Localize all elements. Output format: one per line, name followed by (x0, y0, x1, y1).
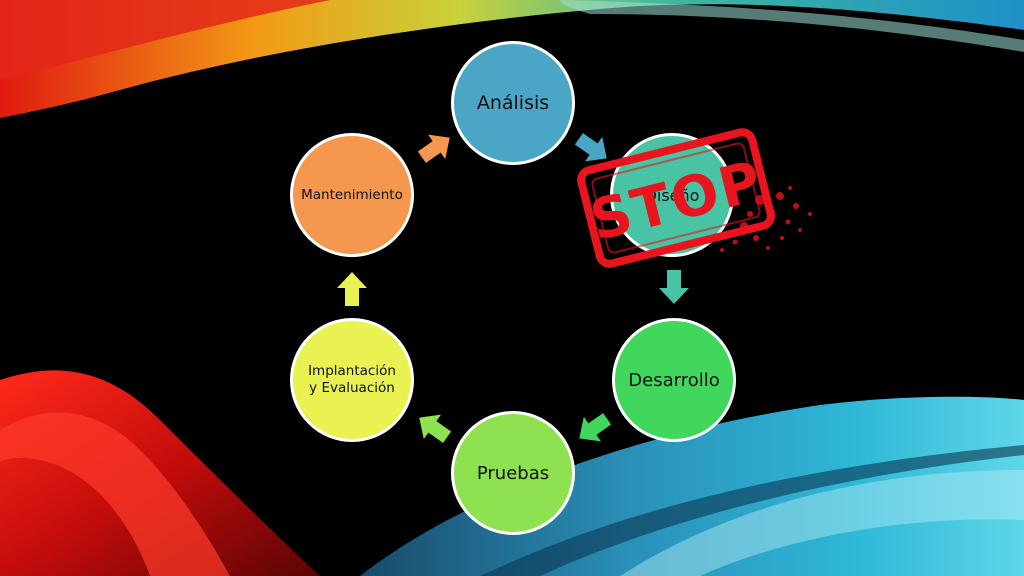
splatter-dot (798, 228, 802, 232)
node-desarrollo: Desarrollo (612, 318, 736, 442)
node-diseno: Diseño (610, 133, 734, 257)
splatter-dot (769, 209, 775, 215)
stop-stamp-splatter (720, 186, 812, 252)
splatter-dot (720, 248, 724, 252)
node-analisis: Análisis (451, 41, 575, 165)
node-analisis-label: Análisis (476, 92, 550, 114)
arrow-diseno-to-desarrollo (659, 270, 689, 304)
splatter-dot (747, 211, 753, 217)
node-implantacion-label-line1: Implantación (308, 363, 396, 379)
splatter-dot (788, 186, 792, 190)
node-mantenimiento-label: Mantenimiento (301, 187, 403, 203)
arrow-desarrollo-to-pruebas (579, 413, 612, 442)
splatter-dot (776, 192, 784, 200)
bottom-blue-ribbon-light (620, 470, 1024, 576)
splatter-dot (785, 219, 791, 225)
arrow-pruebas-to-implantacion (419, 414, 452, 443)
node-pruebas-label: Pruebas (476, 462, 550, 484)
splatter-dot (740, 222, 748, 230)
top-left-red (0, 0, 330, 80)
arrow-implantacion-to-mantenimiento (337, 272, 367, 306)
splatter-dot (766, 246, 770, 250)
node-diseno-label: Diseño (644, 185, 700, 205)
node-pruebas: Pruebas (451, 411, 575, 535)
node-mantenimiento: Mantenimiento (290, 133, 414, 257)
splatter-dot (780, 236, 784, 240)
node-implantacion-label-line2: y Evaluación (309, 380, 395, 396)
node-desarrollo-label: Desarrollo (628, 369, 720, 391)
stop-stamp-inner-border (591, 142, 761, 254)
top-ribbon (0, 0, 1024, 118)
stop-stamp-border (577, 128, 775, 268)
arrow-analisis-to-diseno (574, 133, 607, 162)
arrow-mantenimiento-to-analisis (417, 134, 450, 163)
splatter-dot (732, 239, 738, 245)
splatter-dot (755, 195, 765, 205)
bottom-red-ribbon-fold (0, 412, 230, 576)
splatter-dot (808, 212, 812, 216)
node-implantacion: Implantación y Evaluación (290, 318, 414, 442)
splatter-dot (753, 235, 759, 241)
splatter-dot (793, 203, 799, 209)
bottom-blue-ribbon-dark (480, 445, 1024, 576)
top-ribbon-highlight (560, 0, 1024, 52)
